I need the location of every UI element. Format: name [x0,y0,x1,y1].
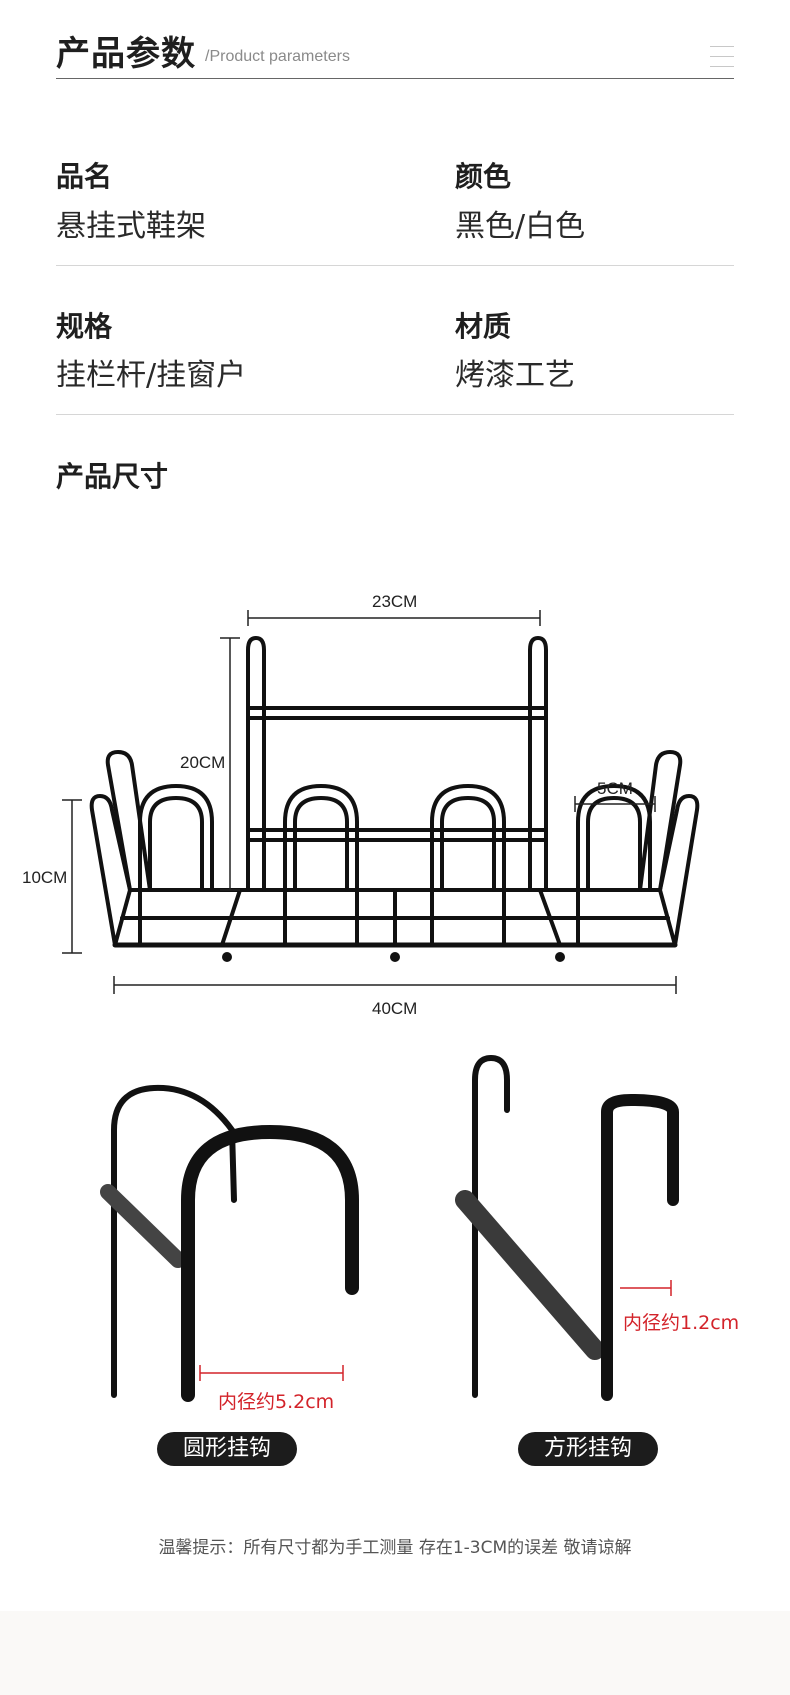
shoe-rack-diagram [62,610,700,994]
param-label-name: 品名 [56,160,113,193]
param-label-material: 材质 [455,310,512,343]
measurement-note: 温馨提示：所有尺寸都为手工测量 存在1-3CM的误差 敬请谅解 [158,1538,632,1558]
param-label-color: 颜色 [455,160,512,193]
dim-total-width: 40CM [372,999,418,1018]
round-hook-label: 圆形挂钩 [157,1432,297,1466]
dim-top-width: 23CM [372,592,418,611]
dim-hook-gap: 5CM [597,779,633,798]
square-hook-inner-diameter: 内径约1.2cm [623,1312,740,1334]
size-section-title: 产品尺寸 [56,460,169,493]
round-hook-inner-diameter: 内径约5.2cm [218,1391,335,1413]
param-label-spec: 规格 [56,310,113,343]
footer-band [0,1611,790,1695]
param-value-color: 黑色/白色 [455,209,586,244]
param-divider [56,414,734,415]
page-subtitle: /Product parameters [205,48,350,65]
square-hook-diagram [455,1054,679,1401]
dim-side-height: 10CM [22,868,68,887]
param-value-material: 烤漆工艺 [455,358,575,393]
page-title: 产品参数 [56,34,196,74]
param-value-name: 悬挂式鞋架 [56,209,206,244]
menu-icon [710,46,734,68]
header-divider [56,78,734,79]
square-hook-label: 方形挂钩 [518,1432,658,1466]
param-value-spec: 挂栏杆/挂窗户 [56,358,247,393]
dim-height: 20CM [180,753,226,772]
param-divider [56,265,734,266]
round-hook-diagram [100,1084,359,1402]
